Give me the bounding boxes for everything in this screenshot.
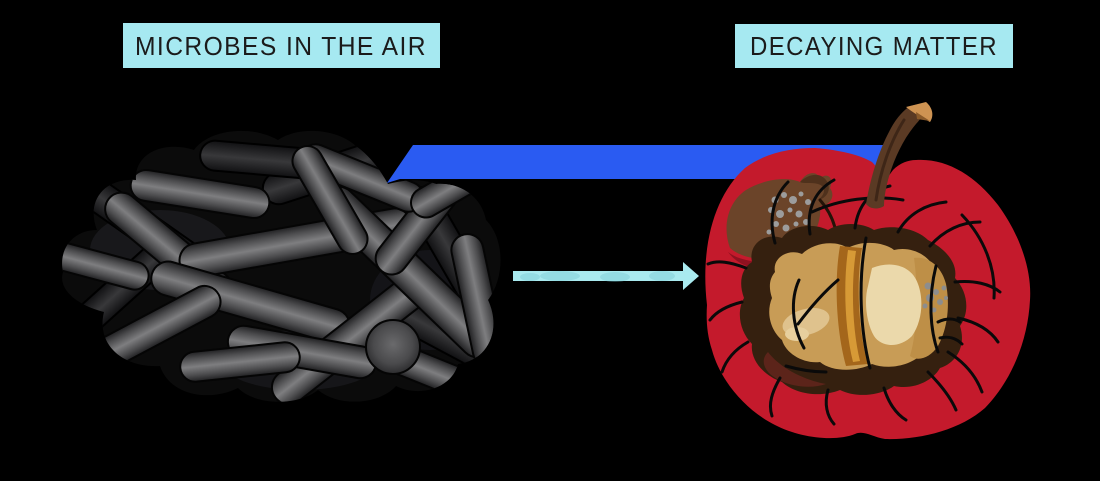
stem-tip-notch: [916, 112, 930, 121]
transfer-arrow: [513, 262, 699, 290]
arrow-texture: [520, 271, 675, 282]
bacterium-rod: [291, 145, 369, 255]
flesh-highlight: [866, 264, 922, 345]
stem-shading: [874, 118, 906, 202]
bacteria-rods: [62, 134, 501, 402]
rotten-apple: [705, 102, 1031, 440]
label-microbes-text: MICROBES IN THE AIR: [135, 31, 427, 61]
rot-patch-curl: [800, 174, 829, 200]
flesh-right-segment: [910, 257, 948, 359]
label-decaying: DECAYING MATTER: [735, 24, 1013, 68]
label-decaying-box: [735, 24, 1013, 68]
bacterium-coccus: [365, 319, 421, 375]
label-microbes: MICROBES IN THE AIR: [123, 23, 440, 68]
mold-spots-right: [922, 282, 948, 313]
band-highlight: [845, 250, 860, 362]
label-decaying-text: DECAYING MATTER: [750, 31, 998, 61]
bacteria-cluster: [62, 130, 501, 402]
label-microbes-box: [123, 23, 440, 68]
stem-tip: [906, 102, 933, 122]
bacterium-rod: [179, 341, 301, 383]
bacterium-rod: [62, 239, 150, 291]
flesh-creases: [791, 236, 964, 370]
rot-line: [784, 364, 828, 374]
bacterium-rod: [129, 168, 271, 220]
transfer-arrow-shape: [513, 262, 699, 290]
